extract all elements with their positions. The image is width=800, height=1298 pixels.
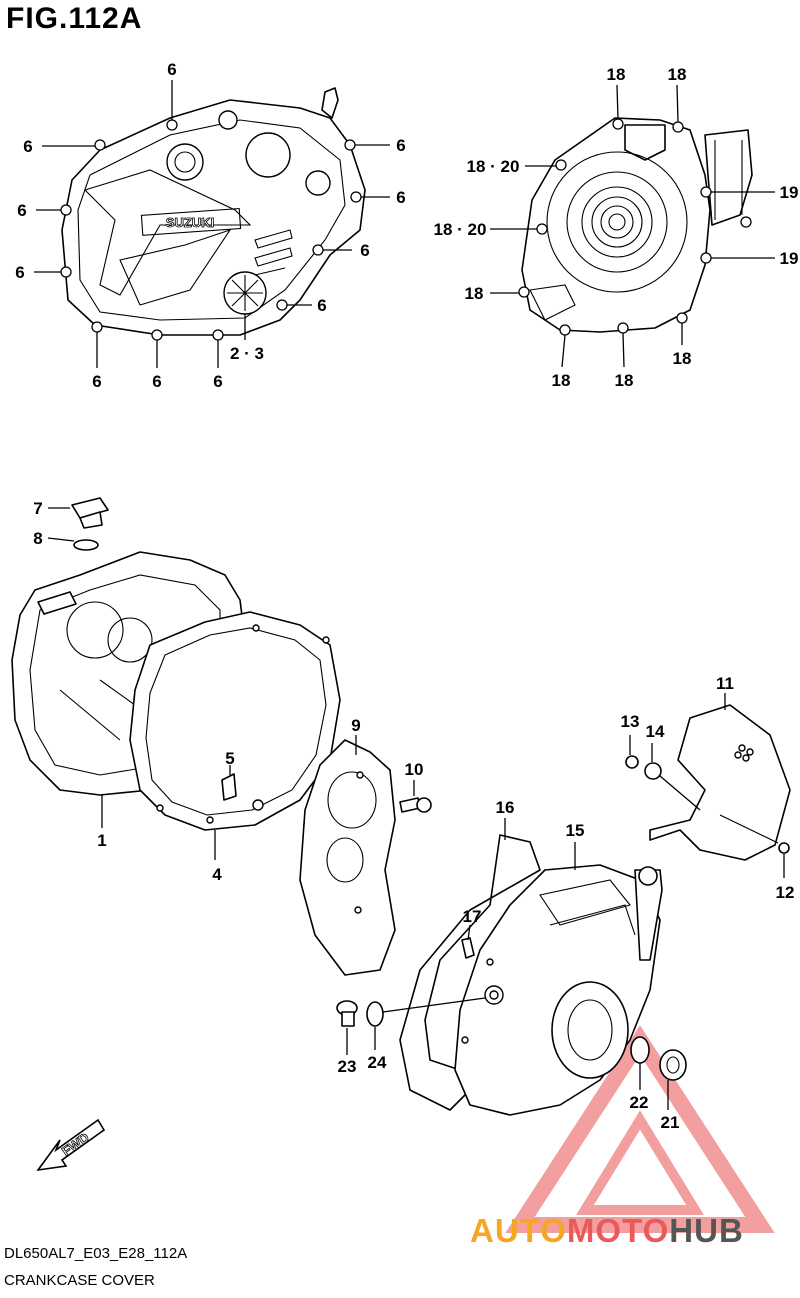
callout-22: 22	[630, 1093, 649, 1112]
callout-16: 16	[496, 798, 515, 817]
callout-23: 23	[338, 1057, 357, 1076]
figure-title: FIG.112A	[6, 2, 143, 35]
clutch-cover-plate	[299, 739, 396, 976]
callout-6: 6	[360, 241, 369, 260]
callout-21: 21	[661, 1113, 680, 1132]
callout-14: 14	[646, 722, 665, 741]
grommet-13	[625, 755, 639, 769]
callout-18: 18	[552, 371, 571, 390]
diagram-code: DL650AL7_E03_E28_112A	[4, 1245, 188, 1262]
callout-18-20: 18 · 20	[434, 220, 487, 239]
callout-6: 6	[23, 137, 32, 156]
callout-6: 6	[213, 372, 222, 391]
generator-cover-guard	[649, 704, 791, 861]
diagram-name: CRANKCASE COVER	[4, 1272, 155, 1289]
callout-18: 18	[673, 349, 692, 368]
generator-cover-outer-view	[518, 117, 753, 336]
plug-21	[659, 1049, 687, 1081]
callout-7: 7	[33, 499, 42, 518]
callout-18: 18	[607, 65, 626, 84]
bolt-12	[719, 814, 790, 854]
fwd-arrow-icon: FWD	[36, 1118, 106, 1172]
callout-8: 8	[33, 529, 42, 548]
generator-cover-gasket	[399, 834, 541, 1111]
callout-18: 18	[615, 371, 634, 390]
callout-24: 24	[368, 1053, 387, 1072]
callout-6: 6	[396, 188, 405, 207]
callout-10: 10	[405, 760, 424, 779]
callout-11: 11	[716, 674, 734, 693]
bolt-10	[399, 797, 432, 813]
automotohub-logo-text: AUTOMOTOHUB	[470, 1212, 744, 1250]
callout-17: 17	[463, 907, 482, 926]
gasket-24	[366, 1001, 384, 1027]
callout-9: 9	[351, 716, 360, 735]
callout-2-3: 2 · 3	[230, 344, 264, 363]
callout-6: 6	[396, 136, 405, 155]
spacer-14	[644, 762, 662, 780]
plug-23	[336, 1000, 358, 1027]
callout-12: 12	[776, 883, 795, 902]
callouts-main: 7 8 1 4 5 9 10 11 12 13 14 15 16 17 23 2…	[33, 499, 794, 1132]
callout-19: 19	[780, 249, 799, 268]
callout-6: 6	[15, 263, 24, 282]
dowel-pin-17	[461, 937, 475, 959]
callouts-top-right: 18 18 18 · 20 18 · 20 18 18 18 18 19 19	[434, 65, 799, 390]
callout-6: 6	[92, 372, 101, 391]
clutch-cover-gasket	[129, 611, 341, 831]
callout-6: 6	[17, 201, 26, 220]
clutch-cover-outer-view: SUZUKI	[60, 87, 366, 341]
callouts-top-left: 6 6 6 6 6 6 6 2 · 3 6 6 6 6	[15, 60, 405, 391]
callout-6: 6	[317, 296, 326, 315]
oil-filler-cap	[71, 497, 109, 551]
suzuki-brand-text: SUZUKI	[166, 215, 214, 230]
callout-6: 6	[152, 372, 161, 391]
callout-18-20: 18 · 20	[467, 157, 520, 176]
generator-cover	[454, 864, 663, 1116]
callout-13: 13	[621, 712, 640, 731]
o-ring-22	[630, 1036, 650, 1064]
callout-15: 15	[566, 821, 585, 840]
automotohub-logo-icon	[505, 1025, 775, 1233]
callout-4: 4	[212, 865, 222, 884]
callout-leaders-top-left	[34, 80, 390, 368]
callout-18: 18	[465, 284, 484, 303]
logo-part-moto: MOTO	[566, 1212, 670, 1249]
logo-part-auto: AUTO	[470, 1212, 567, 1249]
callout-5: 5	[225, 749, 234, 768]
callout-19: 19	[780, 183, 799, 202]
logo-part-hub: HUB	[669, 1212, 744, 1249]
callout-leaders-top-right	[490, 84, 775, 368]
callout-6: 6	[167, 60, 176, 79]
callout-1: 1	[97, 831, 106, 850]
callout-18: 18	[668, 65, 687, 84]
